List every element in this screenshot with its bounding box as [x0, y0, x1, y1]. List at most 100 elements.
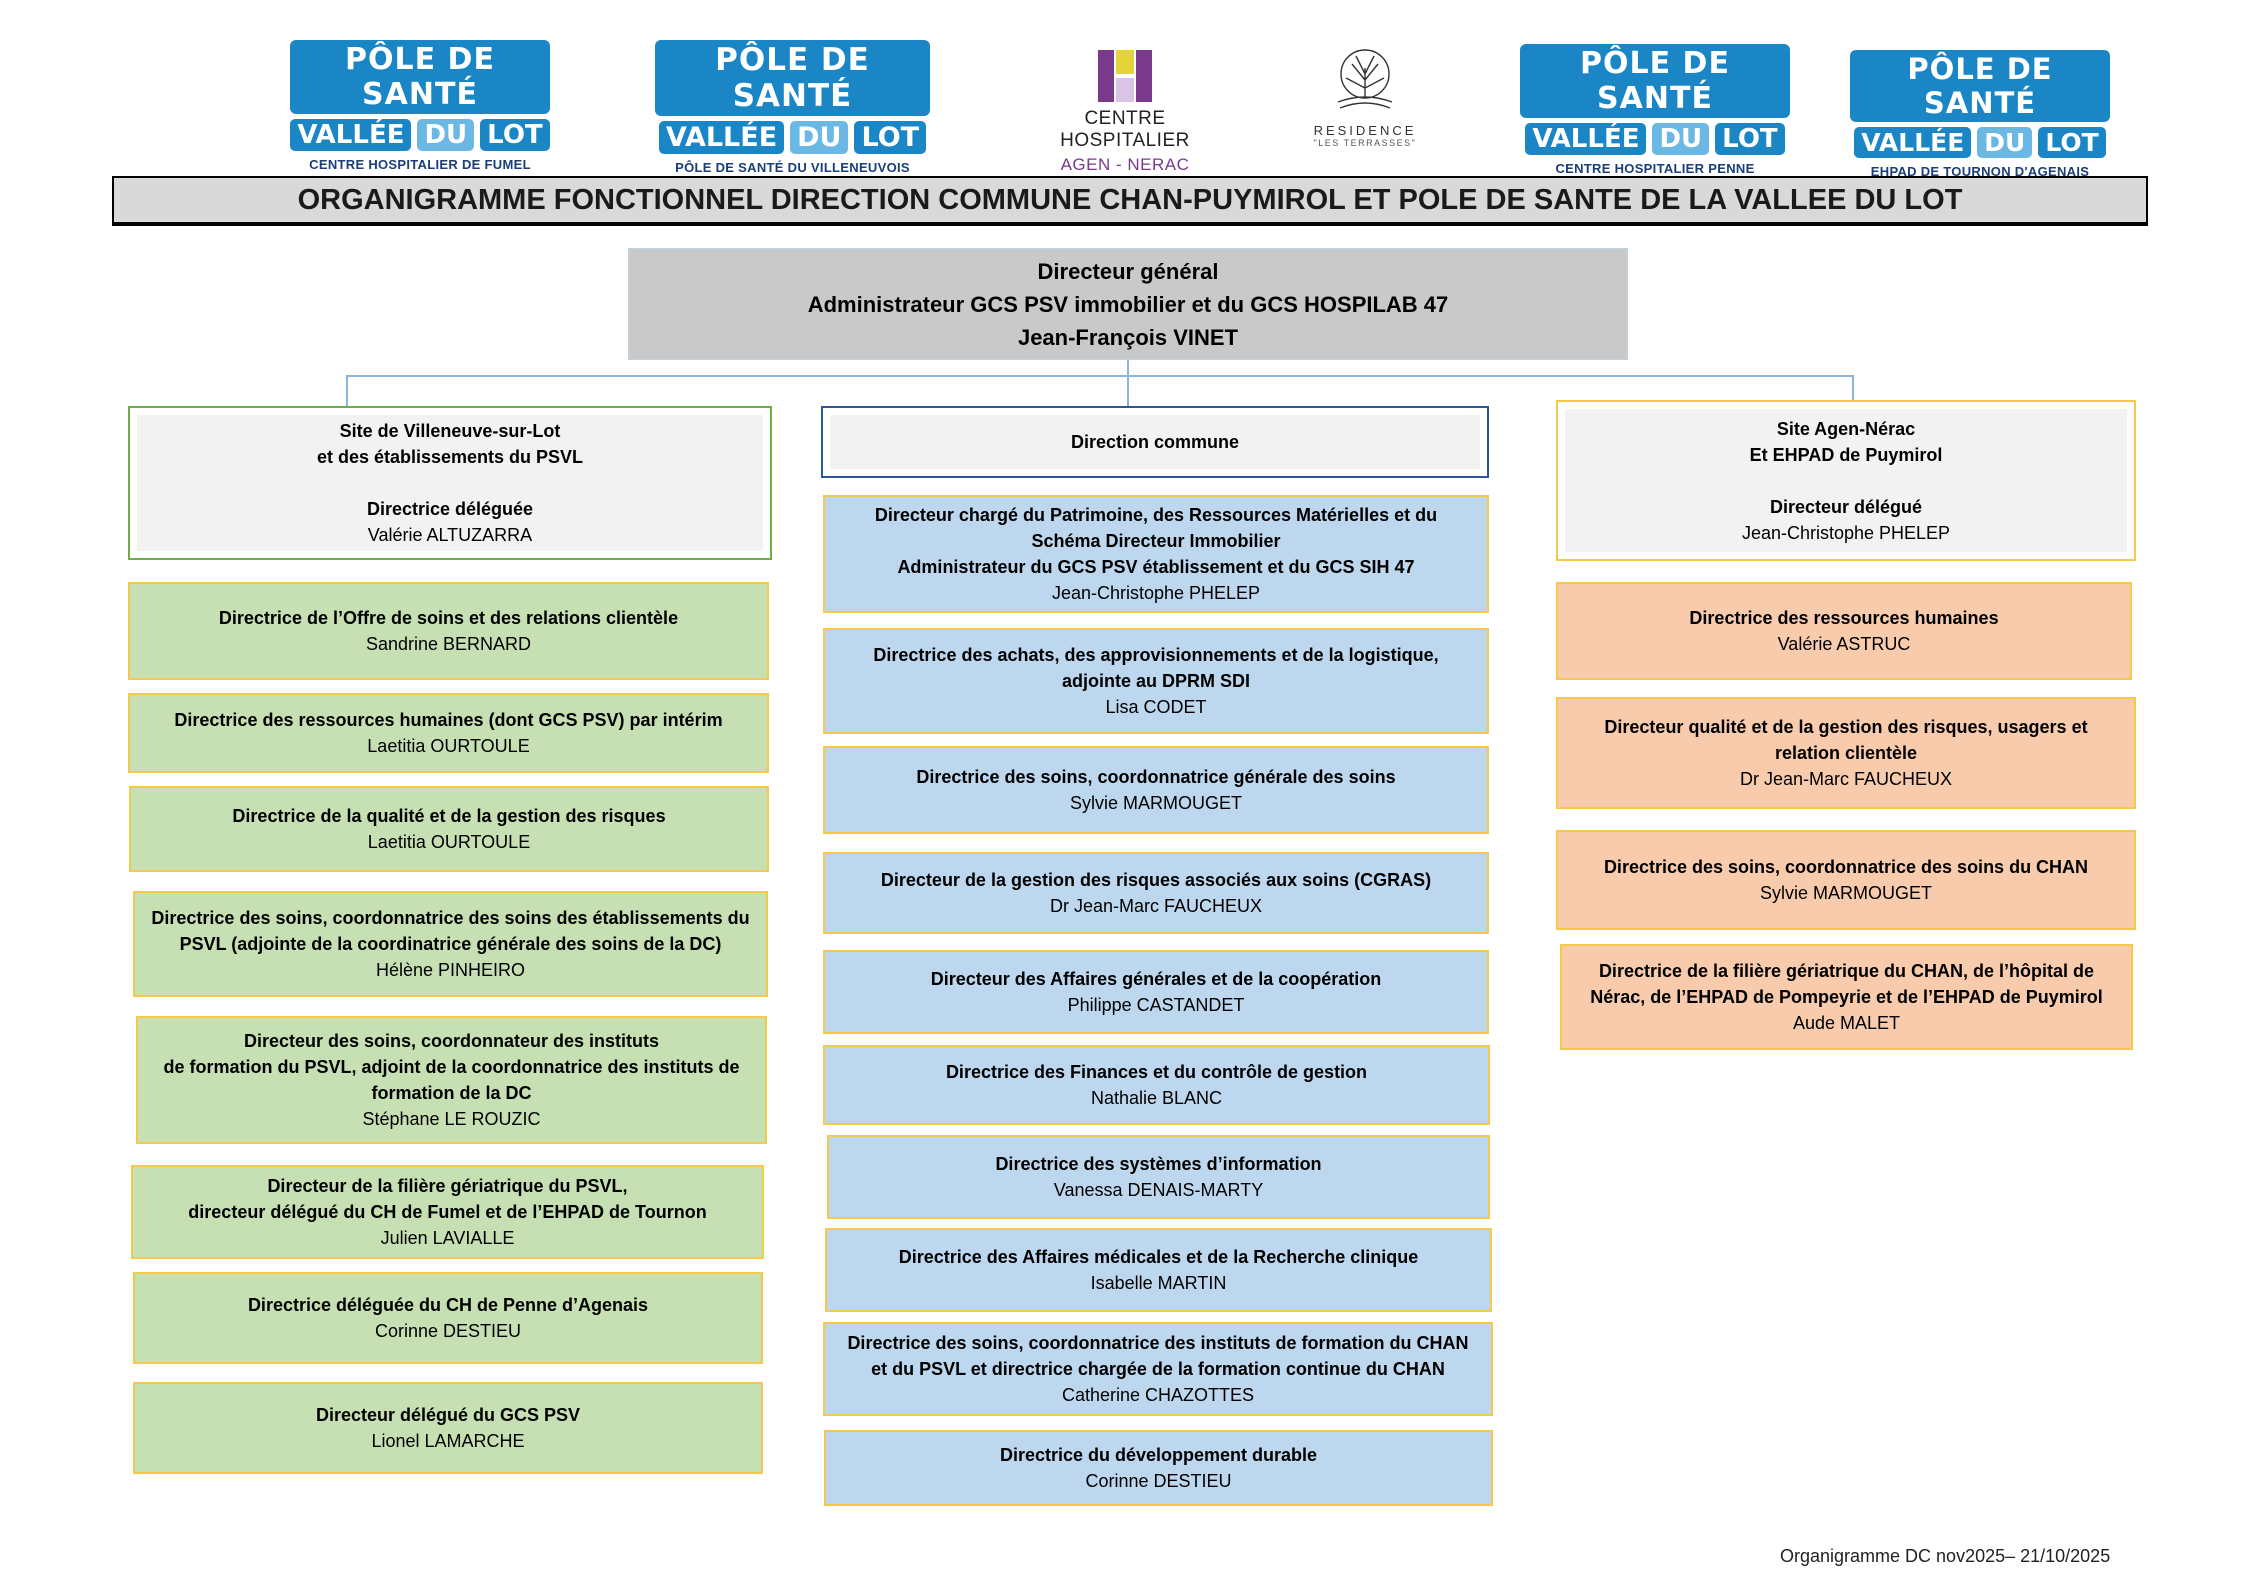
box-person: Jean-Christophe PHELEP: [1051, 583, 1261, 603]
logo-psv-top: PÔLE DE SANTÉ: [655, 40, 930, 116]
box-title-line3: Administrateur du GCS PSV établissement …: [897, 557, 1415, 577]
box-title-line3: formation de la DC: [371, 1083, 532, 1103]
tree-icon: [1337, 49, 1393, 109]
box-title: Directeur des Affaires générales et de l…: [930, 969, 1382, 989]
center-box-affaires-medicales: Directrice des Affaires médicales et de …: [825, 1228, 1492, 1312]
box-title: Directrice des soins, coordonnatrice gén…: [916, 767, 1396, 787]
logo-word-du: DU: [790, 121, 849, 154]
logo-word-lot: LOT: [854, 121, 927, 154]
box-title: Directrice des ressources humaines: [1689, 608, 1999, 628]
box-title: Directrice déléguée du CH de Penne d’Age…: [247, 1295, 649, 1315]
logo-psv-top: PÔLE DE SANTÉ: [1520, 44, 1790, 118]
box-title: Directrice de l’Offre de soins et des re…: [218, 608, 679, 628]
right-head-line2: Et EHPAD de Puymirol: [1749, 444, 1943, 465]
box-title: Directrice de la filière gériatrique du …: [1598, 961, 2095, 981]
left-head-role: Directrice déléguée: [366, 499, 534, 519]
box-title: Directeur qualité et de la gestion des r…: [1604, 717, 2088, 737]
right-head-line1: Site Agen-Nérac: [1776, 418, 1916, 439]
box-person: Sandrine BERNARD: [365, 634, 532, 654]
box-person: Philippe CASTANDET: [1067, 995, 1245, 1015]
logo-word-du: DU: [1652, 123, 1710, 155]
left-box-penne: Directrice déléguée du CH de Penne d’Age…: [133, 1272, 763, 1364]
box-title: Directrice des Affaires médicales et de …: [898, 1247, 1419, 1267]
page-title: ORGANIGRAMME FONCTIONNEL DIRECTION COMMU…: [112, 176, 2148, 226]
box-title: Directrice des ressources humaines (dont…: [174, 710, 723, 730]
right-head-role: Directeur délégué: [1769, 496, 1923, 517]
center-box-si: Directrice des systèmes d’information Va…: [827, 1135, 1490, 1219]
center-box-instituts: Directrice des soins, coordonnatrice des…: [823, 1322, 1493, 1416]
connector-right: [1852, 375, 1854, 401]
center-box-soins: Directrice des soins, coordonnatrice gén…: [823, 746, 1489, 834]
logo-word-lot: LOT: [480, 119, 550, 151]
logo-psv-subtitle: EHPAD DE TOURNON D'AGENAIS: [1870, 164, 2090, 179]
center-box-affaires-generales: Directeur des Affaires générales et de l…: [823, 950, 1489, 1034]
left-box-soins: Directrice des soins, coordonnatrice des…: [133, 891, 768, 997]
box-person: Dr Jean-Marc FAUCHEUX: [1049, 896, 1263, 916]
right-box-soins: Directrice des soins, coordonnatrice des…: [1556, 830, 2136, 930]
ch-logo-line2: AGEN - NERAC: [1060, 155, 1190, 174]
box-title-line2: et du PSVL et directrice chargée de la f…: [871, 1359, 1445, 1379]
box-title: Directeur de la gestion des risques asso…: [880, 870, 1432, 890]
box-person: Laetitia OURTOULE: [367, 736, 530, 756]
box-title: Directeur de la filière gériatrique du P…: [267, 1176, 628, 1196]
box-person: Aude MALET: [1792, 1013, 1901, 1033]
left-box-offre-soins: Directrice de l’Offre de soins et des re…: [128, 582, 769, 680]
logo-word-vallee: VALLÉE: [658, 121, 785, 154]
box-title: Directeur délégué du GCS PSV: [315, 1405, 581, 1425]
center-box-patrimoine: Directeur chargé du Patrimoine, des Ress…: [823, 495, 1489, 613]
logo-word-lot: LOT: [2038, 127, 2106, 158]
box-person: Corinne DESTIEU: [1085, 1471, 1232, 1491]
connector-left: [346, 375, 348, 406]
footer-version: Organigramme DC nov2025– 21/10/2025: [1780, 1546, 2111, 1566]
residence-logo-line1: RESIDENCE: [1313, 123, 1417, 138]
left-box-geriatrie: Directeur de la filière gériatrique du P…: [131, 1165, 764, 1259]
left-site-head: Site de Villeneuve-sur-Lot et des établi…: [128, 406, 772, 560]
left-box-rh: Directrice des ressources humaines (dont…: [128, 693, 769, 773]
box-person: Lisa CODET: [1105, 697, 1207, 717]
box-title-line2: Schéma Directeur Immobilier: [1031, 531, 1281, 551]
right-site-head: Site Agen-Nérac Et EHPAD de Puymirol Dir…: [1556, 400, 2136, 561]
dg-role: Directeur général: [1037, 258, 1219, 284]
box-title: Directrice des achats, des approvisionne…: [873, 645, 1439, 665]
dg-admin-role: Administrateur GCS PSV immobilier et du …: [807, 291, 1449, 317]
box-person: Catherine CHAZOTTES: [1061, 1385, 1255, 1405]
box-title-line2: de formation du PSVL, adjoint de la coor…: [163, 1057, 740, 1077]
box-title: Directrice du développement durable: [999, 1445, 1318, 1465]
box-person: Hélène PINHEIRO: [375, 960, 526, 980]
connector-horizontal: [346, 375, 1854, 377]
logo-residence-les-terrasses: RESIDENCE "LES TERRASSES": [1300, 44, 1430, 148]
center-head: Direction commune: [821, 406, 1489, 478]
logo-psv-penne: PÔLE DE SANTÉ VALLÉE DU LOT CENTRE HOSPI…: [1520, 44, 1790, 191]
box-title: Directrice des systèmes d’information: [995, 1154, 1322, 1174]
box-person: Nathalie BLANC: [1090, 1088, 1223, 1108]
ch-logo-line1: CENTRE HOSPITALIER: [1060, 108, 1190, 151]
box-title-line2: adjointe au DPRM SDI: [1061, 671, 1250, 691]
right-box-qualite: Directeur qualité et de la gestion des r…: [1556, 697, 2136, 809]
right-box-rh: Directrice des ressources humaines Valér…: [1556, 582, 2132, 680]
left-box-qualite: Directrice de la qualité et de la gestio…: [129, 786, 769, 872]
logo-psv-fumel: PÔLE DE SANTÉ VALLÉE DU LOT CENTRE HOSPI…: [290, 40, 550, 172]
director-general-box: Directeur général Administrateur GCS PSV…: [628, 248, 1628, 360]
logo-word-vallee: VALLÉE: [1525, 123, 1647, 155]
connector-dg-down: [1127, 360, 1129, 376]
left-box-instituts: Directeur des soins, coordonnateur des i…: [136, 1016, 767, 1144]
center-head-title: Direction commune: [1070, 432, 1240, 452]
box-title-line2: directeur délégué du CH de Fumel et de l…: [188, 1202, 707, 1222]
box-person: Sylvie MARMOUGET: [1069, 793, 1242, 813]
box-person: Isabelle MARTIN: [1090, 1273, 1227, 1293]
logo-word-lot: LOT: [1715, 123, 1785, 155]
center-box-achats: Directrice des achats, des approvisionne…: [823, 628, 1489, 734]
box-person: Stéphane LE ROUZIC: [362, 1109, 541, 1129]
logo-psv-top: PÔLE DE SANTÉ: [290, 40, 550, 114]
logo-centre-hospitalier-agen-nerac: CENTRE HOSPITALIER AGEN - NERAC: [1030, 50, 1220, 175]
box-person: Corinne DESTIEU: [374, 1321, 522, 1341]
box-title-line2: relation clientèle: [1774, 743, 1918, 763]
left-head-name: Valérie ALTUZARRA: [367, 525, 533, 545]
box-title: Directrice des Finances et du contrôle d…: [945, 1062, 1368, 1082]
right-box-geriatrie: Directrice de la filière gériatrique du …: [1560, 944, 2133, 1050]
box-person: Julien LAVIALLE: [380, 1228, 515, 1248]
box-title: Directrice de la qualité et de la gestio…: [232, 806, 666, 826]
box-person: Dr Jean-Marc FAUCHEUX: [1739, 769, 1953, 789]
left-head-line2: et des établissements du PSVL: [316, 447, 584, 467]
left-head-line1: Site de Villeneuve-sur-Lot: [339, 421, 561, 441]
